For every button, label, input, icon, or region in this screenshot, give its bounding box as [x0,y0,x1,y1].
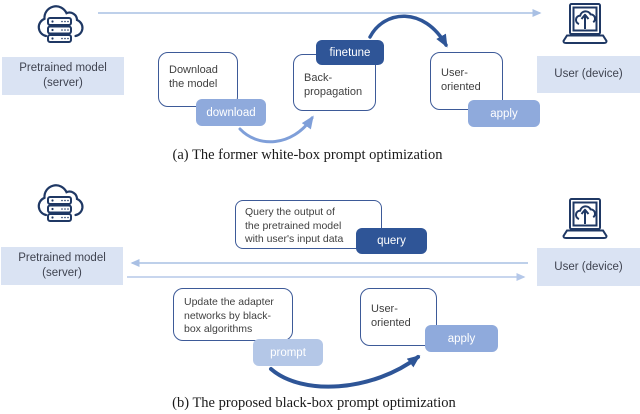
cloud-server-icon [37,5,84,43]
caption-a: (a) The former white-box prompt optimiza… [172,147,443,163]
pretrained-model-label-b: Pretrained model (server) [1,247,123,285]
download-badge: download [196,99,266,126]
pretrained-model-label-a: Pretrained model (server) [2,57,124,95]
user-oriented-box-b: User- oriented [360,288,437,346]
user-device-label-b: User (device) [537,248,640,286]
update-adapter-box: Update the adapter networks by black- bo… [173,288,293,341]
finetune-badge: finetune [316,40,384,65]
apply-badge-a: apply [468,100,540,127]
apply-badge-b: apply [425,325,498,352]
cloud-server-icon-b [37,184,84,222]
prompt-badge: prompt [253,339,323,366]
caption-b: (b) The proposed black-box prompt optimi… [172,395,456,411]
user-device-label-a: User (device) [537,56,640,93]
query-badge: query [356,228,427,254]
laptop-upload-icon-b [562,198,608,239]
laptop-upload-icon [562,3,608,44]
